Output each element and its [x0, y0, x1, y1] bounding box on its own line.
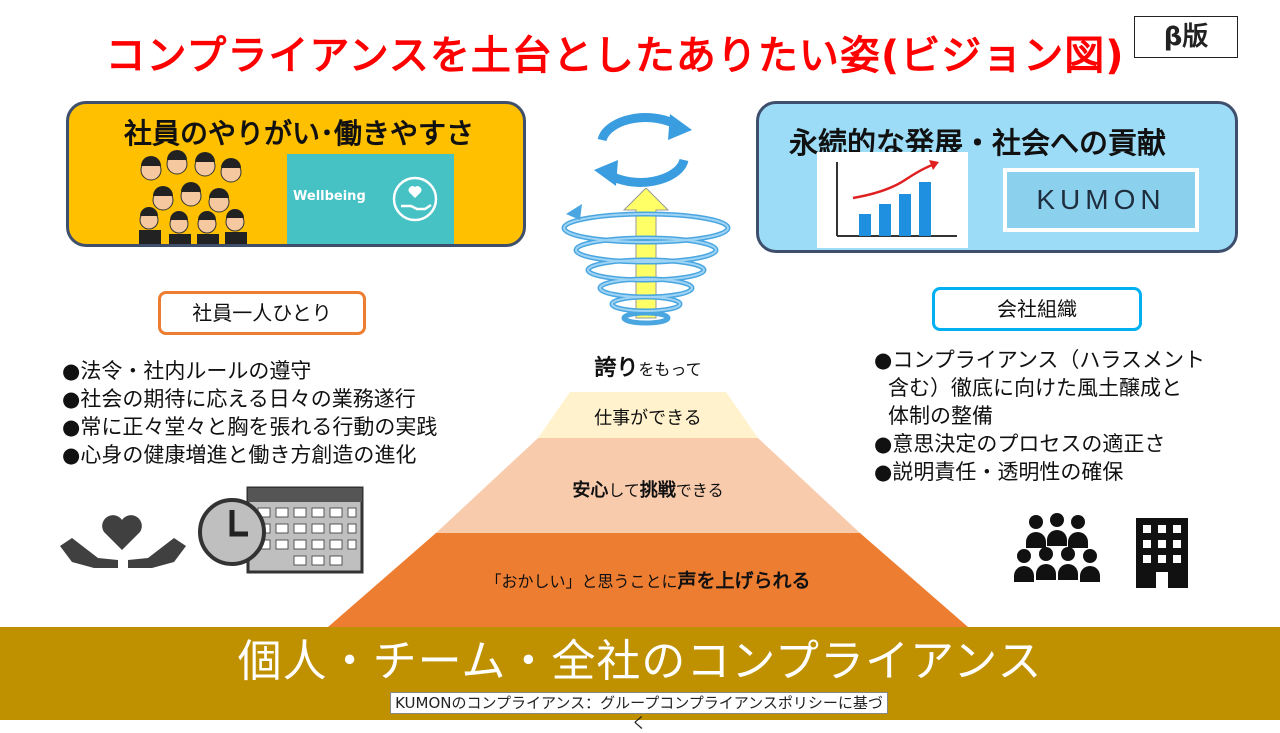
- list-item: 体制の整備: [888, 404, 993, 428]
- individual-list: ●法令・社内ルールの遵守 ●社会の期待に応える日々の業務遂行 ●常に正々堂々と胸…: [62, 357, 437, 469]
- list-item: ●常に正々堂々と胸を張れる行動の実践: [62, 415, 438, 439]
- wellbeing-card: Wellbeing: [287, 154, 454, 244]
- cycle-arrows-icon: [594, 113, 692, 187]
- level2-safe: 安心: [572, 480, 609, 501]
- pyramid-base-tier: [328, 533, 968, 627]
- level2-can: できる: [675, 481, 724, 500]
- sustainable-growth-panel: 永続的な発展・社会への貢献 KUMON: [756, 101, 1238, 253]
- organization-list: ●コンプライアンス（ハラスメント 含む）徹底に向けた風土醸成と 体制の整備 ●意…: [874, 346, 1205, 486]
- office-building-icon: [1136, 518, 1188, 588]
- growth-chart-card: [817, 152, 968, 248]
- hands-heart-icon: [60, 515, 186, 568]
- clock-icon: [198, 498, 266, 566]
- pride-rest: をもって: [638, 360, 702, 379]
- level3-prefix: 「おかしい」と思うことに: [485, 572, 678, 591]
- spiral-arrow-icon: [561, 188, 731, 326]
- list-item: ●法令・社内ルールの遵守: [62, 359, 312, 383]
- pyramid-level3-text: 「おかしい」と思うことに声を上げられる: [448, 566, 848, 593]
- employee-wellbeing-panel: 社員のやりがい･働きやすさ Wellbeing: [66, 101, 526, 247]
- heart-in-hand-icon: [392, 176, 438, 222]
- employee-wellbeing-title: 社員のやりがい･働きやすさ: [123, 117, 474, 150]
- list-item: ●社会の期待に応える日々の業務遂行: [62, 387, 416, 411]
- pyramid-level1-text: 仕事ができる: [594, 408, 702, 429]
- list-item: ●説明責任・透明性の確保: [874, 460, 1124, 484]
- kumon-logo-card: KUMON: [1003, 168, 1199, 232]
- pyramid-middle-tier: [436, 438, 860, 533]
- list-item: 含む）徹底に向けた風土醸成と: [888, 376, 1182, 400]
- clock-calendar-group: [198, 486, 364, 574]
- cheering-people-icon: [139, 150, 247, 244]
- pride-text: 誇りをもって: [548, 350, 748, 382]
- foundation-subtitle: KUMONのコンプライアンス：グループコンプライアンスポリシーに基づく: [390, 692, 888, 732]
- kumon-logo: KUMON: [1007, 172, 1195, 228]
- list-item: ●意思決定のプロセスの適正さ: [874, 432, 1166, 456]
- list-item: ●心身の健康増進と働き方創造の進化: [62, 443, 417, 467]
- pride-bold: 誇り: [594, 356, 639, 381]
- individual-label: 社員一人ひとり: [158, 291, 366, 335]
- page-title: コンプライアンスを土台としたありたい姿(ビジョン図): [105, 33, 1125, 79]
- pyramid-level2-text: 安心して挑戦できる: [498, 476, 798, 502]
- pyramid-top-tier: [538, 392, 758, 438]
- level2-challenge: 挑戦: [639, 480, 676, 501]
- level3-speak-up: 声を上げられる: [677, 570, 811, 592]
- organization-label: 会社組織: [932, 287, 1142, 331]
- version-badge: β版: [1134, 16, 1238, 58]
- level2-and: して: [608, 481, 640, 500]
- group-people-icon: [1014, 513, 1100, 582]
- list-item: ●コンプライアンス（ハラスメント: [874, 348, 1206, 372]
- wellbeing-label: Wellbeing: [293, 189, 366, 204]
- bar-chart-icon: [836, 160, 957, 237]
- foundation-title: 個人・チーム・全社のコンプライアンス: [237, 636, 1043, 687]
